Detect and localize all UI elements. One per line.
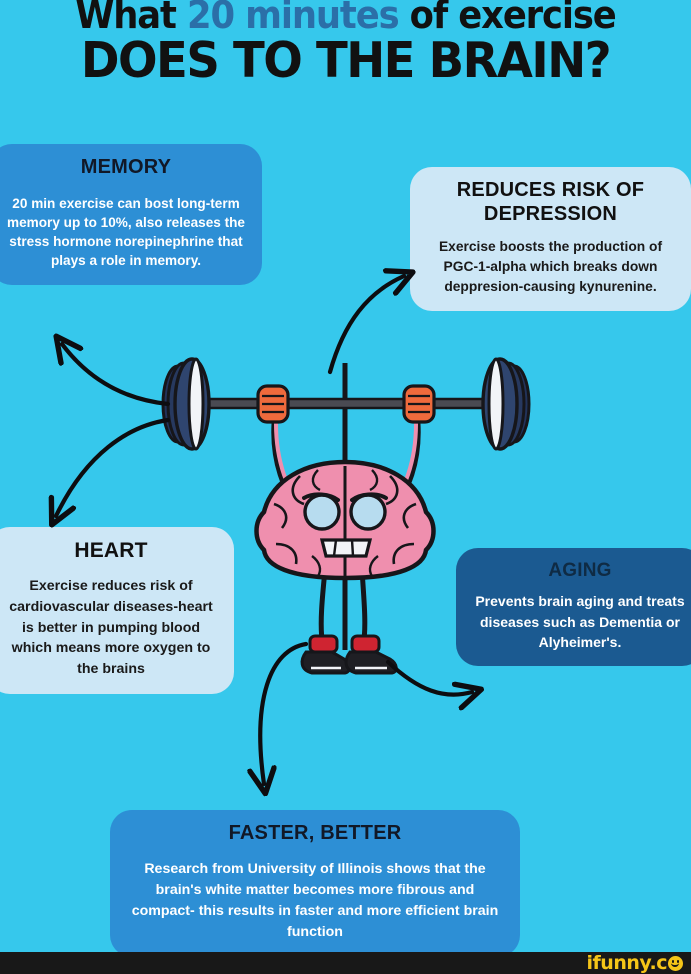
card-aging: AGING Prevents brain aging and treats di… [456,548,691,667]
card-memory-title: MEMORY [80,156,172,178]
card-heart-title: HEART [74,539,148,562]
aging-arrow [385,659,472,695]
right-fist-icon [402,384,436,424]
card-aging-title: AGING [548,560,612,581]
card-faster-better-title: FASTER, BETTER [228,822,402,844]
title-line-1: What 20 minutes of exercise [24,0,667,35]
ifunny-watermark: ifunny.c [587,952,683,974]
left-fist-icon [256,384,290,424]
card-depression-title: REDUCES RISK OF DEPRESSION [456,179,645,225]
card-heart-body: Exercise reduces risk of cardiovascular … [9,577,213,678]
card-depression: REDUCES RISK OF DEPRESSION Exercise boos… [410,167,691,312]
card-memory-body: 20 min exercise can bost long-term memor… [7,195,245,269]
card-faster-better-body: Research from University of Illinois sho… [131,860,499,940]
depression-arrow [327,276,404,375]
card-aging-body: Prevents brain aging and treats diseases… [475,593,685,650]
smiley-face-icon [668,955,683,971]
brain-body [254,459,436,581]
card-memory: MEMORY 20 min exercise can bost long-ter… [0,144,262,285]
faster-arrow [260,641,309,784]
title-highlight: 20 minutes [187,0,400,37]
title-suffix: of exercise [398,0,617,37]
watermark-text: ifunny.c [586,951,668,974]
title-line-2: DOES TO THE BRAIN? [80,31,612,89]
left-shoe-icon [300,634,351,675]
memory-arrow-lower [56,417,171,516]
card-heart: HEART Exercise reduces risk of cardiovas… [0,527,234,695]
smiley-mouth [671,963,680,968]
memory-arrow-upper [62,344,171,407]
right-shoe-icon [344,634,398,675]
card-depression-body: Exercise boosts the production of PGC-1-… [438,239,663,295]
title-prefix: What [75,0,188,37]
card-faster-better: FASTER, BETTER Research from University … [110,810,520,957]
footer-bar [0,952,691,974]
page-title: What 20 minutes of exercise DOES TO THE … [0,0,691,87]
